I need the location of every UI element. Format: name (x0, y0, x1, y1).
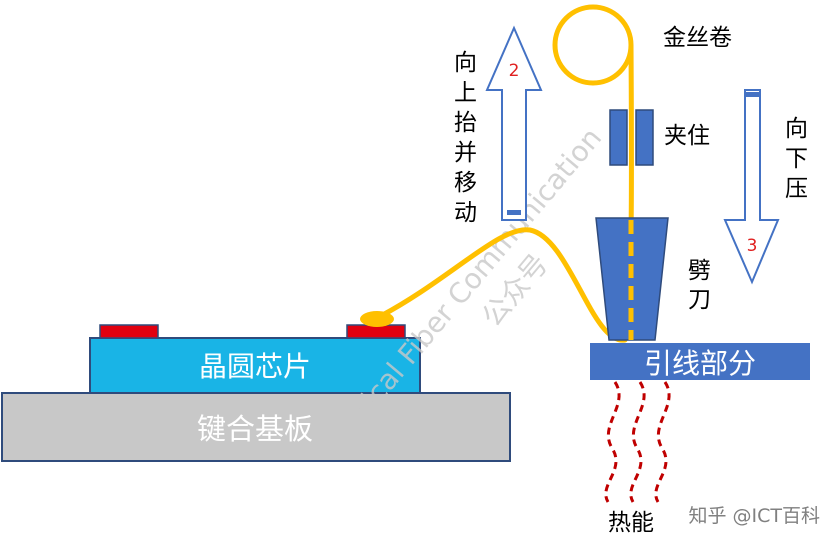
chip-block (89, 337, 421, 394)
substrate-block (1, 392, 511, 462)
cleaver-label-bottom: 刀 (688, 287, 711, 313)
gold-wire-roll: 金丝卷 (552, 4, 732, 86)
bond-pad-left (99, 324, 159, 339)
lead-bar (590, 343, 810, 380)
cleaver-label-top: 劈 (688, 258, 711, 284)
svg-text:压: 压 (785, 176, 808, 202)
clamp: 夹住 (609, 109, 710, 166)
heat-wave-2 (629, 381, 646, 503)
svg-text:向: 向 (785, 116, 808, 142)
heat-waves (604, 381, 671, 503)
step-3-number: 3 (747, 236, 758, 256)
press-down-label: 向 下 压 (785, 116, 808, 202)
down-arrow-icon (723, 89, 780, 285)
press-arrow: 3 (723, 89, 780, 285)
chip-label: 晶圆芯片 (199, 350, 311, 383)
heat-wave-1 (604, 381, 621, 503)
gold-wire-roll-label: 金丝卷 (663, 25, 732, 51)
svg-text:上: 上 (454, 80, 477, 106)
wafer-chip: 晶圆芯片 (89, 324, 421, 394)
svg-text:向: 向 (454, 50, 477, 76)
corner-watermark: 知乎 @ICT百科 (688, 505, 820, 527)
gold-wire-path (375, 44, 634, 343)
step-2-number: 2 (509, 61, 520, 81)
down-arrow-tail-mark (746, 92, 759, 97)
substrate: 键合基板 (1, 392, 511, 462)
cleaver: 劈 刀 (595, 217, 711, 341)
cleaver-body (595, 217, 669, 341)
up-arrow-tail-mark (507, 210, 521, 215)
substrate-label: 键合基板 (197, 412, 313, 446)
clamp-label: 夹住 (664, 123, 710, 149)
lift-move-label: 向 上 抬 并 移 动 (454, 50, 477, 226)
clamp-left-jaw (609, 109, 628, 166)
clamp-right-jaw (635, 109, 654, 166)
lead-section-label: 引线部分 (644, 347, 756, 380)
lift-arrow: 2 (485, 25, 543, 221)
svg-text:下: 下 (785, 146, 808, 172)
up-arrow-icon (485, 25, 543, 221)
svg-text:动: 动 (454, 200, 477, 226)
svg-text:移: 移 (454, 170, 477, 196)
wire-ball-bond (360, 311, 394, 327)
heat-label: 热能 (608, 510, 654, 536)
heat-wave-3 (654, 381, 671, 503)
lead-section: 引线部分 (590, 343, 810, 380)
svg-text:并: 并 (454, 140, 477, 166)
wire-spool (552, 4, 634, 86)
svg-text:抬: 抬 (454, 110, 477, 136)
